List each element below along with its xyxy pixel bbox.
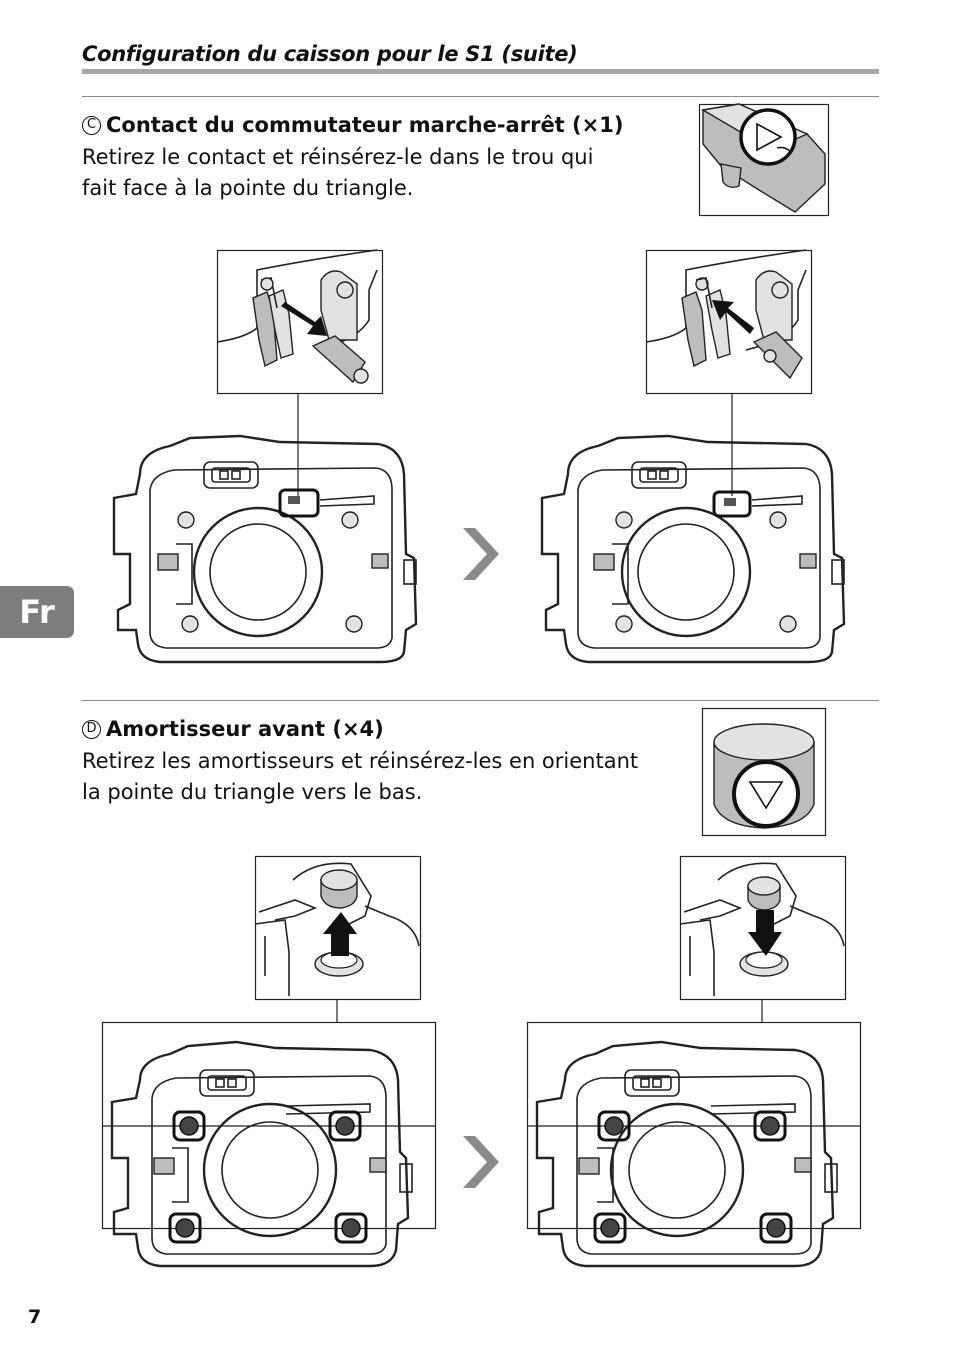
contact-reinsertion-detail: [645, 249, 813, 395]
next-step-arrow-icon: [463, 528, 499, 580]
section-c-letter-badge: C: [82, 115, 101, 135]
housing-back-view-after: [540, 434, 846, 664]
contact-removal-detail: [216, 249, 384, 395]
housing-back-view-before: [112, 434, 418, 664]
section-d-letter-badge: D: [82, 719, 101, 739]
section-c-body-line-1: Retirez le contact et réinsérez-le dans …: [82, 145, 594, 169]
section-d-heading: D Amortisseur avant (×4): [82, 715, 384, 743]
section-c-body-line-2: fait face à la pointe du triangle.: [82, 176, 414, 200]
front-bumper-closeup-illustration: [701, 707, 827, 837]
language-tab: Fr: [0, 586, 74, 638]
header-rule: [82, 69, 879, 74]
section-divider-middle: [82, 700, 879, 701]
bumper-reinsertion-detail: [679, 855, 847, 1001]
bumper-removal-detail: [254, 855, 422, 1001]
housing-bumpers-before: [101, 1021, 437, 1268]
section-d-body-line-2: la pointe du triangle vers le bas.: [82, 780, 423, 804]
next-step-arrow-icon: [463, 1136, 499, 1188]
section-divider-top: [82, 96, 879, 97]
switch-contact-closeup-illustration: [698, 103, 830, 217]
section-d-heading-text: Amortisseur avant (×4): [106, 717, 384, 741]
page-header-title: Configuration du caisson pour le S1 (sui…: [82, 42, 578, 66]
section-d-body: Retirez les amortisseurs et réinsérez-le…: [82, 746, 682, 808]
housing-bumpers-after: [526, 1021, 862, 1268]
section-c-body: Retirez le contact et réinsérez-le dans …: [82, 142, 642, 204]
section-c-heading-text: Contact du commutateur marche-arrêt (×1): [106, 113, 624, 137]
section-d-body-line-1: Retirez les amortisseurs et réinsérez-le…: [82, 749, 639, 773]
page-number: 7: [28, 1306, 42, 1328]
section-c-heading: C Contact du commutateur marche-arrêt (×…: [82, 111, 623, 139]
